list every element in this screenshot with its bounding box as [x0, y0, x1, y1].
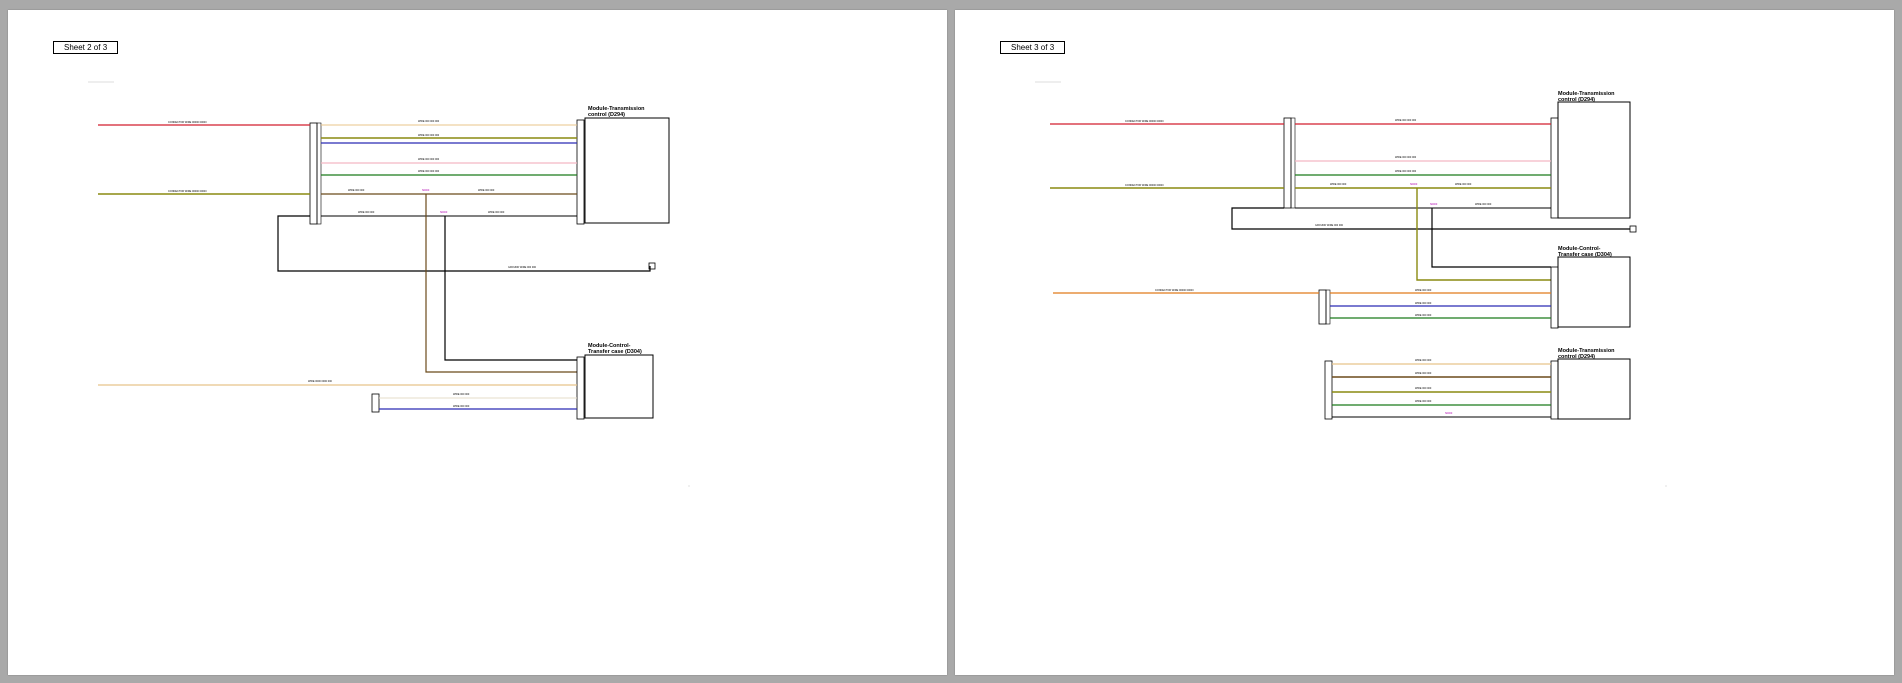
module-transmission-box — [584, 117, 670, 224]
svg-text:WIRE 000 000 000: WIRE 000 000 000 — [1395, 119, 1417, 122]
sheet-label: Sheet 2 of 3 — [53, 41, 119, 54]
svg-text:WIRE 000 000: WIRE 000 000 — [348, 189, 365, 192]
svg-text:GROUND WIRE 000 000: GROUND WIRE 000 000 — [1315, 224, 1344, 227]
svg-text:WIRE 000 000: WIRE 000 000 — [1330, 183, 1347, 186]
svg-text:S0000: S0000 — [422, 189, 430, 192]
svg-text:WIRE 000 000: WIRE 000 000 — [488, 211, 505, 214]
svg-text:CONNECTOR WIRE 00000 00000: CONNECTOR WIRE 00000 00000 — [1155, 289, 1194, 292]
svg-text:WIRE 000 000: WIRE 000 000 — [1415, 387, 1432, 390]
module3-title-line1: Module-Transmission — [1558, 348, 1615, 354]
svg-text:WIRE 000 000: WIRE 000 000 — [358, 211, 375, 214]
module-title-line1: Module-Transmission — [1558, 91, 1615, 97]
module2-title-line2: Transfer case (D304) — [1558, 252, 1612, 258]
svg-text:WIRE 000 000: WIRE 000 000 — [1475, 203, 1492, 206]
module-transmission-box-2 — [1557, 358, 1631, 420]
module-title-line2: control (D294) — [1558, 97, 1595, 103]
svg-text:CONNECTOR WIRE 00000 00000: CONNECTOR WIRE 00000 00000 — [1125, 120, 1164, 123]
module-transfer-case-box — [1557, 256, 1631, 328]
svg-text:S0000: S0000 — [1410, 183, 1418, 186]
inline-connector — [1283, 117, 1292, 209]
svg-text:CONNECTOR WIRE 00000 00000: CONNECTOR WIRE 00000 00000 — [168, 190, 207, 193]
svg-text:WIRE 000 000 000: WIRE 000 000 000 — [418, 158, 440, 161]
svg-text:WIRE 000 000 000: WIRE 000 000 000 — [1395, 170, 1417, 173]
module2-title-line2: Transfer case (D304) — [588, 349, 642, 355]
svg-text:WIRE 000 000 000: WIRE 000 000 000 — [1395, 156, 1417, 159]
module-transmission-box — [1557, 101, 1631, 219]
svg-text:WIRE 000 000: WIRE 000 000 — [453, 405, 470, 408]
module-transfer-case-box — [584, 354, 654, 419]
svg-text:WIRE 000 000: WIRE 000 000 — [1415, 359, 1432, 362]
svg-text:WIRE 000 000: WIRE 000 000 — [1415, 302, 1432, 305]
svg-text:WIRE 000 000: WIRE 000 000 — [1415, 372, 1432, 375]
sheet-page-2: Module-Transmission control (D294) CONNE… — [8, 10, 947, 675]
module2-title-line1: Module-Control- — [588, 343, 631, 349]
module3-title-line2: control (D294) — [1558, 354, 1595, 360]
module-title-line2: control (D294) — [588, 112, 625, 118]
svg-text:WIRE 000 000: WIRE 000 000 — [478, 189, 495, 192]
svg-text:WIRE 000 000: WIRE 000 000 — [1415, 289, 1432, 292]
svg-text:WIRE 000 000: WIRE 000 000 — [453, 393, 470, 396]
module2-title-line1: Module-Control- — [1558, 246, 1601, 252]
sheet-page-3: Module-Transmission control (D294) CONNE… — [955, 10, 1894, 675]
sheet-label: Sheet 3 of 3 — [1000, 41, 1066, 54]
wiring-diagram-sheet-2: Module-Transmission control (D294) CONNE… — [88, 81, 690, 487]
svg-text:S0000: S0000 — [1430, 203, 1438, 206]
svg-text:GROUND WIRE 000 000: GROUND WIRE 000 000 — [508, 266, 537, 269]
svg-text:WIRE 000 000: WIRE 000 000 — [1415, 400, 1432, 403]
wiring-diagram-sheet-3: Module-Transmission control (D294) CONNE… — [1035, 81, 1667, 487]
svg-text:CONNECTOR WIRE 00000 00000: CONNECTOR WIRE 00000 00000 — [168, 121, 207, 124]
module-title-line1: Module-Transmission — [588, 106, 645, 112]
svg-text:S0000: S0000 — [1445, 412, 1453, 415]
svg-text:WIRE 0000 0000 000: WIRE 0000 0000 000 — [308, 380, 333, 383]
inline-connector — [309, 122, 318, 225]
svg-text:WIRE 000 000 000: WIRE 000 000 000 — [418, 134, 440, 137]
svg-text:CONNECTOR WIRE 00000 00000: CONNECTOR WIRE 00000 00000 — [1125, 184, 1164, 187]
svg-text:WIRE 000 000: WIRE 000 000 — [1415, 314, 1432, 317]
svg-text:WIRE 000 000 000: WIRE 000 000 000 — [418, 170, 440, 173]
svg-text:S0000: S0000 — [440, 211, 448, 214]
svg-text:WIRE 000 000 000: WIRE 000 000 000 — [418, 120, 440, 123]
svg-text:WIRE 000 000: WIRE 000 000 — [1455, 183, 1472, 186]
